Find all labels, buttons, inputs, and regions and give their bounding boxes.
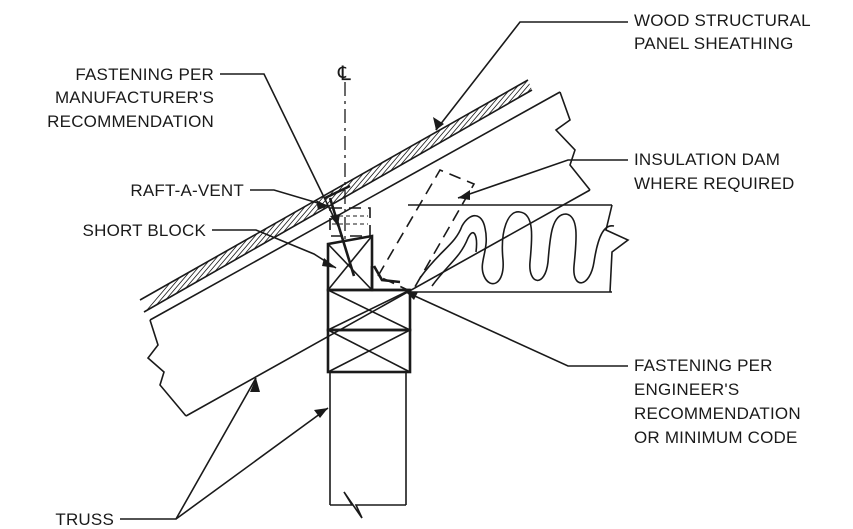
sheathing-hatch-line <box>409 80 532 312</box>
label-raft-a-vent: RAFT-A-VENT <box>130 181 244 200</box>
sheathing-hatch-line <box>504 80 532 312</box>
sheathing-hatch-line <box>570 60 800 330</box>
label-wood-structural-panel-sheathing: WOOD STRUCTURAL PANEL SHEATHING <box>634 11 811 53</box>
truss-bottom-chord <box>408 204 630 293</box>
wall-top-plates <box>326 288 412 374</box>
sheathing-hatch-line <box>474 80 532 312</box>
raft-a-vent-baffle <box>324 184 401 284</box>
svg-text:OR MINIMUM CODE: OR MINIMUM CODE <box>634 428 798 447</box>
svg-text:INSULATION DAM: INSULATION DAM <box>634 150 780 169</box>
sheathing-hatch-line <box>529 80 532 312</box>
svg-text:WHERE REQUIRED: WHERE REQUIRED <box>634 174 795 193</box>
sheathing-hatch-line <box>489 80 532 312</box>
sheathing-hatch-line <box>444 80 532 312</box>
sheathing-hatch-line <box>469 80 532 312</box>
leader-lines <box>120 21 628 520</box>
sheathing-hatch-line <box>560 60 790 330</box>
sheathing-hatch-line <box>550 60 780 330</box>
sheathing-hatch-line <box>519 80 532 312</box>
centerline: ℄ <box>337 63 351 240</box>
svg-text:FASTENING PER: FASTENING PER <box>634 356 773 375</box>
label-fastening-per-manufacturer: FASTENING PER MANUFACTURER'S RECOMMENDAT… <box>47 65 214 131</box>
sheathing-hatch-line <box>535 60 765 330</box>
svg-text:ENGINEER'S: ENGINEER'S <box>634 380 739 399</box>
svg-text:RECOMMENDATION: RECOMMENDATION <box>634 404 801 423</box>
label-fastening-per-engineer: FASTENING PER ENGINEER'S RECOMMENDATION … <box>634 356 801 447</box>
sheathing-hatch-line <box>449 80 532 312</box>
sheathing-hatch-line <box>540 60 770 330</box>
sheathing-hatch-line <box>499 80 532 312</box>
insulation-dam <box>376 168 476 294</box>
sheathing-hatch-line <box>404 80 532 312</box>
label-truss: TRUSS <box>55 510 114 529</box>
label-insulation-dam: INSULATION DAM WHERE REQUIRED <box>634 150 795 193</box>
truss-top-chord <box>146 91 591 417</box>
sheathing-hatch-line <box>565 60 795 330</box>
svg-text:WOOD STRUCTURAL: WOOD STRUCTURAL <box>634 11 811 30</box>
wall-stud <box>329 372 407 519</box>
insulation-batt <box>419 211 615 287</box>
sheathing-hatch-line <box>514 80 532 312</box>
arrowheads <box>250 117 470 418</box>
sheathing-hatch-line <box>459 80 532 312</box>
fastener-nail <box>328 197 356 277</box>
sheathing-hatch-line <box>419 80 532 312</box>
sheathing-hatch-line <box>439 80 532 312</box>
centerline-symbol: ℄ <box>337 63 351 85</box>
sheathing-hatch-line <box>524 80 532 312</box>
svg-text:MANUFACTURER'S: MANUFACTURER'S <box>55 88 214 107</box>
sheathing-hatch-line <box>454 80 532 312</box>
dashed-block-outline <box>329 207 371 237</box>
svg-text:RECOMMENDATION: RECOMMENDATION <box>47 112 214 131</box>
svg-text:PANEL SHEATHING: PANEL SHEATHING <box>634 34 794 53</box>
sheathing-hatch-line <box>555 60 785 330</box>
sheathing-hatch-line <box>484 80 532 312</box>
svg-text:FASTENING PER: FASTENING PER <box>75 65 214 84</box>
label-short-block: SHORT BLOCK <box>83 221 207 240</box>
